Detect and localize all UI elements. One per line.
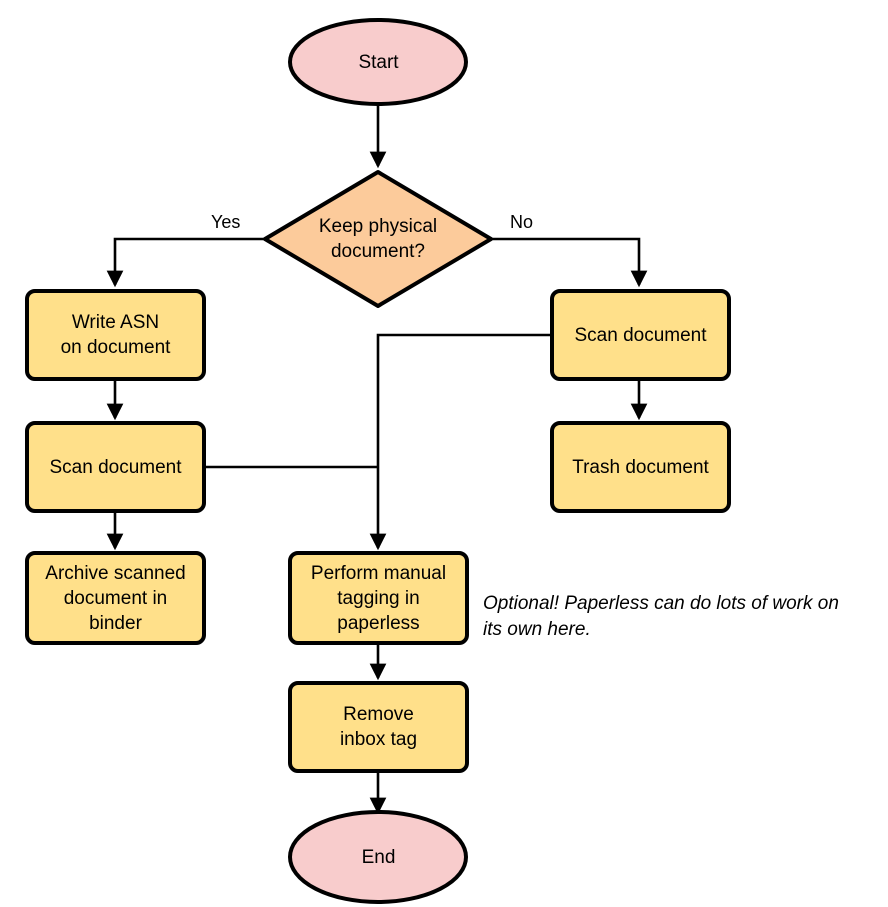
- node-trash-document[interactable]: [550, 421, 731, 513]
- edge-scan-right-to-manual-tagging: [369, 333, 552, 551]
- node-scan-document-right[interactable]: [550, 289, 731, 381]
- node-archive-scanned-document[interactable]: [25, 551, 206, 645]
- optional-note: Optional! Paperless can do lots of work …: [483, 593, 839, 640]
- node-end[interactable]: [288, 810, 468, 904]
- node-keep-physical-document[interactable]: [263, 170, 493, 308]
- node-perform-manual-tagging[interactable]: [288, 551, 469, 645]
- node-start[interactable]: [288, 18, 468, 106]
- node-remove-inbox-tag[interactable]: [288, 681, 469, 773]
- edge-decision-yes-to-write-asn: [106, 237, 264, 288]
- edge-decision-no-to-scan-right: [491, 237, 648, 288]
- edge-label-no: No: [510, 212, 534, 232]
- edge-label-yes: Yes: [211, 212, 241, 232]
- node-scan-document-left[interactable]: [25, 421, 206, 513]
- node-write-asn[interactable]: [25, 289, 206, 381]
